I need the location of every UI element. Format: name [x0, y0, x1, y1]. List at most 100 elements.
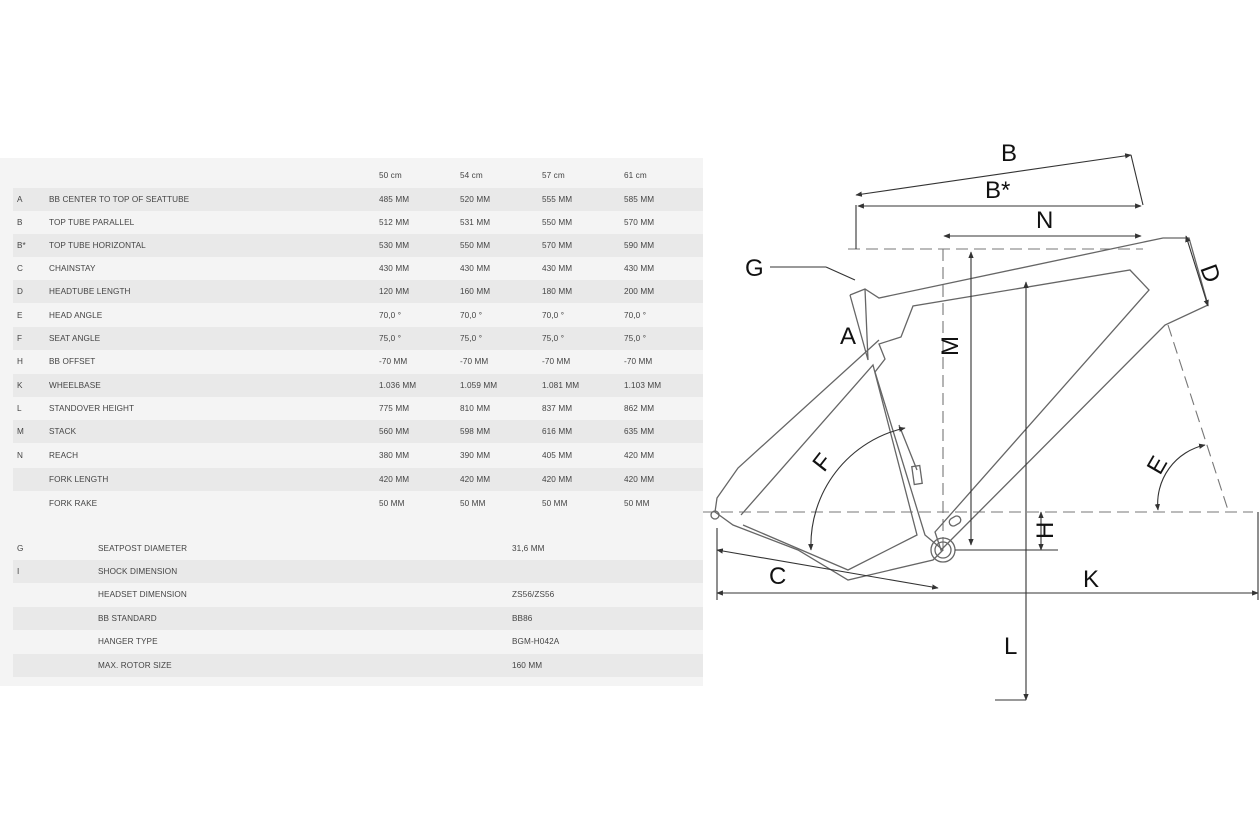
label-a: A	[840, 323, 856, 350]
row-key: B*	[17, 241, 26, 250]
row-label: FORK RAKE	[49, 499, 98, 508]
label-d: D	[1194, 261, 1225, 287]
label-b-star: B*	[985, 177, 1010, 204]
row-value: 430 MM	[460, 264, 491, 273]
row-value: 75,0 °	[542, 334, 565, 343]
row-value: 430 MM	[379, 264, 410, 273]
row-key: H	[17, 357, 24, 366]
row-label: REACH	[49, 451, 79, 460]
row-value: 1.103 MM	[624, 381, 662, 390]
row-value: 390 MM	[460, 451, 491, 460]
row-value: 420 MM	[624, 475, 655, 484]
row-key: M	[17, 427, 24, 436]
row-value: 200 MM	[624, 287, 655, 296]
row-key: C	[17, 264, 24, 273]
row-value: 180 MM	[542, 287, 573, 296]
bike-frame	[710, 237, 1209, 581]
column-header: 54 cm	[460, 171, 483, 180]
row-value: 585 MM	[624, 195, 655, 204]
row-value: 598 MM	[460, 427, 491, 436]
spec-row: BB STANDARD BB86	[13, 607, 703, 630]
spec-label: SEATPOST DIAMETER	[98, 544, 188, 553]
row-value: 420 MM	[624, 451, 655, 460]
row-label: BB CENTER TO TOP OF SEATTUBE	[49, 195, 190, 204]
row-value: 530 MM	[379, 241, 410, 250]
row-value: 430 MM	[624, 264, 655, 273]
row-label: STANDOVER HEIGHT	[49, 404, 135, 413]
row-value: 550 MM	[460, 241, 491, 250]
label-m: M	[937, 336, 964, 356]
row-value: 70,0 °	[379, 311, 402, 320]
row-key: A	[17, 195, 23, 204]
spec-key: G	[17, 544, 24, 553]
row-value: 50 MM	[379, 499, 405, 508]
row-label: SEAT ANGLE	[49, 334, 101, 343]
row-value: 420 MM	[460, 475, 491, 484]
row-value: 70,0 °	[460, 311, 483, 320]
label-b: B	[1001, 140, 1017, 167]
row-value: -70 MM	[542, 357, 571, 366]
row-label: CHAINSTAY	[49, 264, 96, 273]
row-value: 810 MM	[460, 404, 491, 413]
spec-value: 160 MM	[512, 661, 543, 670]
spec-row: MAX. ROTOR SIZE 160 MM	[13, 654, 703, 677]
row-key: E	[17, 311, 23, 320]
label-k: K	[1083, 566, 1099, 593]
row-value: 635 MM	[624, 427, 655, 436]
row-value: 485 MM	[379, 195, 410, 204]
row-value: 550 MM	[542, 218, 573, 227]
table-row: A BB CENTER TO TOP OF SEATTUBE 485 MM 52…	[13, 188, 703, 211]
spec-row: HEADSET DIMENSION ZS56/ZS56	[13, 583, 703, 606]
spec-label: MAX. ROTOR SIZE	[98, 661, 172, 670]
row-value: 1.059 MM	[460, 381, 498, 390]
table-row: F SEAT ANGLE 75,0 ° 75,0 ° 75,0 ° 75,0 °	[13, 327, 703, 350]
row-value: 50 MM	[542, 499, 568, 508]
row-value: 520 MM	[460, 195, 491, 204]
row-key: K	[17, 381, 23, 390]
spec-row: I SHOCK DIMENSION	[13, 560, 703, 583]
spec-label: HEADSET DIMENSION	[98, 590, 187, 599]
table-row: B* TOP TUBE HORIZONTAL 530 MM 550 MM 570…	[13, 234, 703, 257]
table-row: M STACK 560 MM 598 MM 616 MM 635 MM	[13, 420, 703, 443]
row-key: L	[17, 404, 22, 413]
row-value: 420 MM	[379, 475, 410, 484]
row-value: 430 MM	[542, 264, 573, 273]
row-key: N	[17, 451, 24, 460]
spec-key: I	[17, 567, 20, 576]
row-value: 75,0 °	[460, 334, 483, 343]
spec-row: G SEATPOST DIAMETER 31,6 MM	[13, 537, 703, 560]
spec-label: SHOCK DIMENSION	[98, 567, 178, 576]
table-row: D HEADTUBE LENGTH 120 MM 160 MM 180 MM 2…	[13, 280, 703, 303]
row-value: -70 MM	[460, 357, 489, 366]
spec-label: BB STANDARD	[98, 614, 157, 623]
row-value: -70 MM	[624, 357, 653, 366]
row-key: B	[17, 218, 23, 227]
row-value: 380 MM	[379, 451, 410, 460]
label-c: C	[769, 563, 786, 590]
column-header: 50 cm	[379, 171, 402, 180]
spec-value: ZS56/ZS56	[512, 590, 555, 599]
table-row: K WHEELBASE 1.036 MM 1.059 MM 1.081 MM 1…	[13, 374, 703, 397]
row-value: -70 MM	[379, 357, 408, 366]
row-value: 837 MM	[542, 404, 573, 413]
table-header-row: 50 cm 54 cm 57 cm 61 cm	[13, 164, 703, 187]
row-key: F	[17, 334, 23, 343]
row-label: TOP TUBE HORIZONTAL	[49, 241, 146, 250]
label-n: N	[1036, 207, 1053, 234]
row-value: 616 MM	[542, 427, 573, 436]
column-header: 61 cm	[624, 171, 647, 180]
row-value: 75,0 °	[379, 334, 402, 343]
table-row: H BB OFFSET -70 MM -70 MM -70 MM -70 MM	[13, 350, 703, 373]
row-value: 70,0 °	[542, 311, 565, 320]
table-row: L STANDOVER HEIGHT 775 MM 810 MM 837 MM …	[13, 397, 703, 420]
row-label: TOP TUBE PARALLEL	[49, 218, 135, 227]
row-value: 570 MM	[624, 218, 655, 227]
label-h: H	[1032, 522, 1059, 539]
reference-lines	[703, 248, 1253, 550]
spec-value: BB86	[512, 614, 533, 623]
row-value: 590 MM	[624, 241, 655, 250]
row-value: 775 MM	[379, 404, 410, 413]
spec-value: 31,6 MM	[512, 544, 545, 553]
spec-value: BGM-H042A	[512, 637, 560, 646]
row-value: 120 MM	[379, 287, 410, 296]
